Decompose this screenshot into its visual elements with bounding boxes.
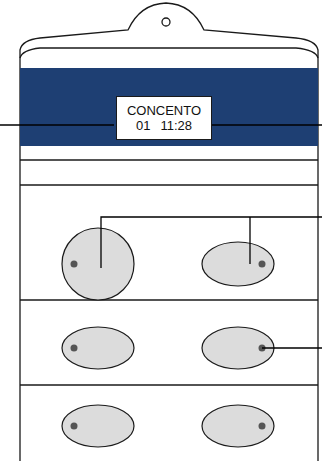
- clock-time: 11:28: [160, 118, 192, 133]
- display-row: 01 11:28: [136, 118, 192, 133]
- channel-number: 01: [136, 118, 150, 133]
- display-screen: CONCENTO01 11:28: [116, 96, 212, 140]
- display-text: CONCENTO: [127, 103, 201, 118]
- display-band: [20, 68, 318, 146]
